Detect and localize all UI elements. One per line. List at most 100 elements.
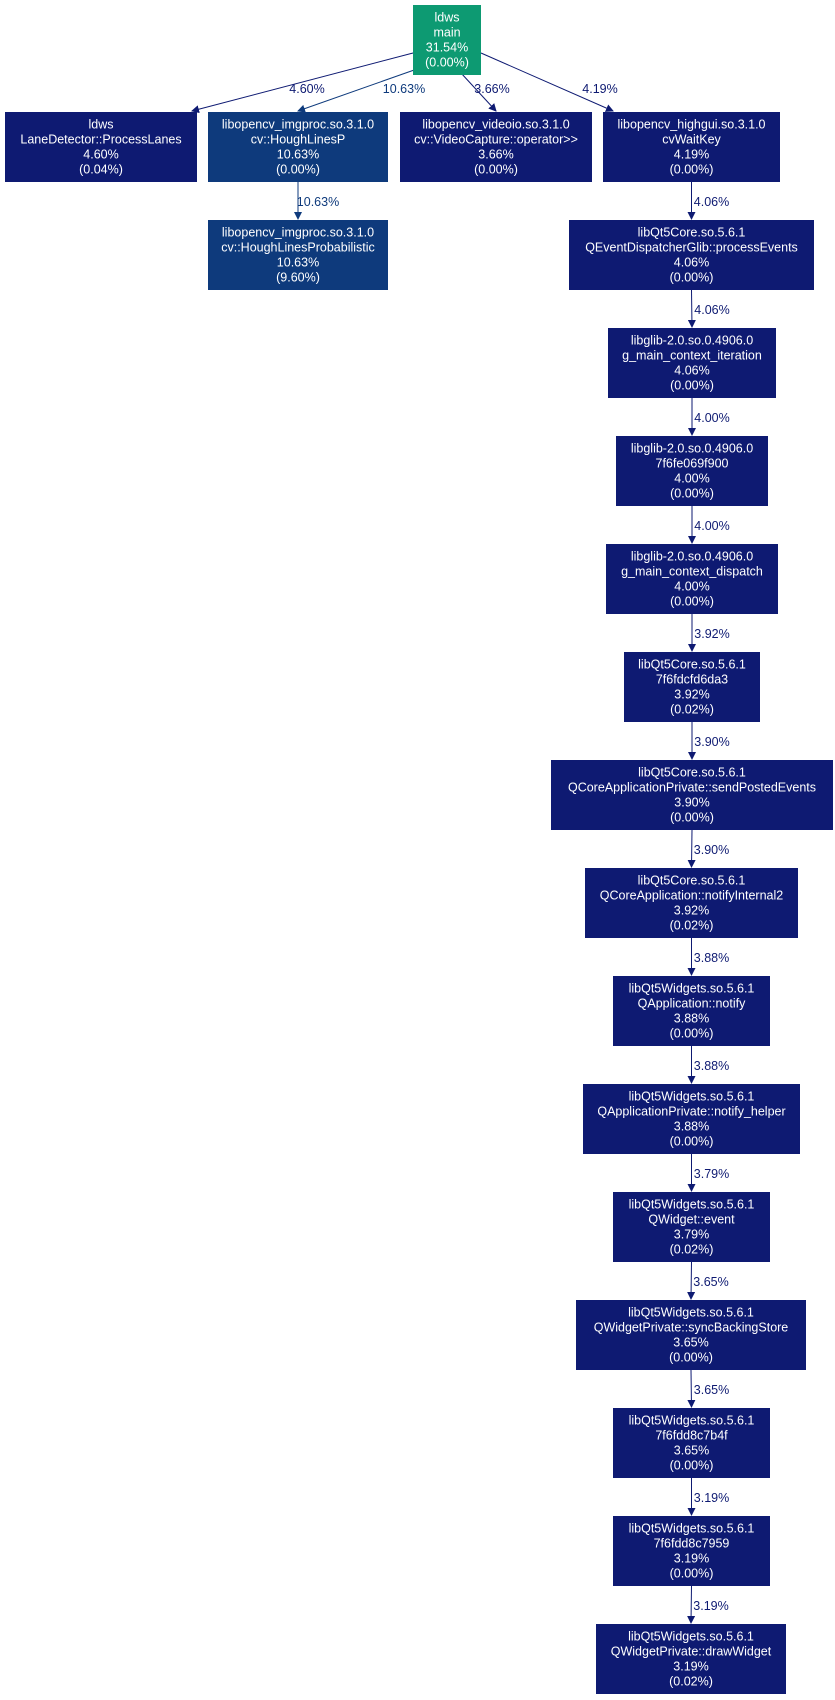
node-label-line: libQt5Widgets.so.5.6.1 [628, 1630, 754, 1644]
node-label-line: 3.92% [674, 904, 709, 918]
node-label-line: (0.00%) [670, 379, 714, 393]
node-label-line: 4.60% [83, 148, 118, 162]
node-box [608, 328, 776, 398]
node-box [596, 1624, 786, 1694]
node-label-line: (0.00%) [670, 487, 714, 501]
edge-label: 4.06% [694, 195, 729, 209]
edge-label: 3.92% [694, 627, 729, 641]
node-label-line: (0.00%) [474, 163, 518, 177]
graph-node-houghprob: libopencv_imgproc.so.3.1.0cv::HoughLines… [208, 220, 388, 290]
node-box [585, 868, 798, 938]
node-label-line: (9.60%) [276, 271, 320, 285]
node-label-line: libglib-2.0.so.0.4906.0 [631, 550, 753, 564]
edge-label: 3.65% [694, 1383, 729, 1397]
node-label-line: 4.00% [674, 580, 709, 594]
graph-node-processlanes: ldwsLaneDetector::ProcessLanes4.60%(0.04… [5, 112, 197, 182]
graph-node-qwidgetevent: libQt5Widgets.so.5.6.1QWidget::event3.79… [613, 1192, 770, 1262]
node-label-line: QApplicationPrivate::notify_helper [597, 1105, 785, 1119]
node-label-line: libQt5Core.so.5.6.1 [638, 874, 746, 888]
node-label-line: cvWaitKey [662, 133, 721, 147]
edge-label: 3.66% [474, 82, 509, 96]
node-label-line: 3.65% [674, 1444, 709, 1458]
node-label-line: libopencv_imgproc.so.3.1.0 [222, 226, 374, 240]
node-label-line: libQt5Widgets.so.5.6.1 [628, 1306, 754, 1320]
node-label-line: 10.63% [277, 256, 319, 270]
graph-node-sendposted: libQt5Core.so.5.6.1QCoreApplicationPriva… [551, 760, 833, 830]
node-label-line: QApplication::notify [638, 997, 746, 1011]
edge-label: 4.60% [289, 82, 324, 96]
graph-node-gmainiter: libglib-2.0.so.0.4906.0g_main_context_it… [608, 328, 776, 398]
node-label-line: ldws [434, 11, 459, 25]
node-label-line: g_main_context_iteration [622, 349, 762, 363]
node-label-line: cv::VideoCapture::operator>> [414, 133, 578, 147]
node-label-line: (0.00%) [425, 56, 469, 70]
node-label-line: QWidget::event [648, 1213, 735, 1227]
nodes-layer: ldwsmain31.54%(0.00%)ldwsLaneDetector::P… [5, 5, 833, 1694]
graph-node-qtw7f6b4f: libQt5Widgets.so.5.6.17f6fdd8c7b4f3.65%(… [613, 1408, 770, 1478]
node-box [5, 112, 197, 182]
edge-label: 3.19% [694, 1491, 729, 1505]
edge-label: 4.06% [694, 303, 729, 317]
node-label-line: 3.65% [673, 1336, 708, 1350]
node-label-line: QWidgetPrivate::drawWidget [611, 1645, 772, 1659]
node-label-line: (0.00%) [670, 1459, 714, 1473]
node-label-line: libQt5Core.so.5.6.1 [638, 766, 746, 780]
node-label-line: libQt5Widgets.so.5.6.1 [629, 1198, 755, 1212]
edge-label: 3.88% [694, 1059, 729, 1073]
node-label-line: (0.00%) [670, 811, 714, 825]
node-box [613, 1408, 770, 1478]
node-label-line: 7f6fdd8c7b4f [655, 1429, 728, 1443]
node-label-line: libopencv_highgui.so.3.1.0 [617, 118, 765, 132]
edge-label: 3.88% [694, 951, 729, 965]
node-label-line: g_main_context_dispatch [621, 565, 763, 579]
graph-node-glib7f6: libglib-2.0.so.0.4906.07f6fe069f9004.00%… [616, 436, 768, 506]
node-label-line: (0.02%) [670, 919, 714, 933]
node-box [603, 112, 780, 182]
node-label-line: libopencv_imgproc.so.3.1.0 [222, 118, 374, 132]
node-label-line: 4.00% [674, 472, 709, 486]
node-box [413, 5, 481, 75]
node-label-line: 3.19% [674, 1552, 709, 1566]
edge-label: 3.65% [693, 1275, 728, 1289]
graph-node-processevents: libQt5Core.so.5.6.1QEventDispatcherGlib:… [569, 220, 814, 290]
graph-node-notifyinternal: libQt5Core.so.5.6.1QCoreApplication::not… [585, 868, 798, 938]
node-label-line: QEventDispatcherGlib::processEvents [585, 241, 798, 255]
node-label-line: (0.02%) [670, 1243, 714, 1257]
node-label-line: 3.66% [478, 148, 513, 162]
node-label-line: (0.00%) [669, 1351, 713, 1365]
edge-syncbacking-to-qtw7f6b4f [687, 1369, 696, 1408]
node-label-line: 3.88% [674, 1120, 709, 1134]
node-box [583, 1084, 800, 1154]
graph-node-drawwidget: libQt5Widgets.so.5.6.1QWidgetPrivate::dr… [596, 1624, 786, 1694]
node-label-line: 10.63% [277, 148, 319, 162]
node-label-line: libQt5Widgets.so.5.6.1 [629, 1522, 755, 1536]
edge-processevents-to-gmainiter [687, 289, 696, 328]
node-label-line: 7f6fdd8c7959 [654, 1537, 730, 1551]
node-label-line: libopencv_videoio.so.3.1.0 [422, 118, 569, 132]
edge-main-to-videocapture [460, 72, 497, 112]
node-box [400, 112, 592, 182]
edge-label: 3.90% [694, 735, 729, 749]
edge-main-to-houghlinesp [297, 68, 418, 113]
node-label-line: 4.06% [674, 256, 709, 270]
node-label-line: cv::HoughLinesP [251, 133, 346, 147]
edge-label: 10.63% [297, 195, 339, 209]
node-box [624, 652, 760, 722]
node-label-line: (0.00%) [670, 163, 714, 177]
edge-main-to-processlanes [191, 52, 414, 114]
node-label-line: (0.00%) [670, 1567, 714, 1581]
node-label-line: cv::HoughLinesProbabilistic [221, 241, 375, 255]
node-label-line: 3.92% [674, 688, 709, 702]
node-box [569, 220, 814, 290]
edge-label: 4.19% [582, 82, 617, 96]
node-label-line: 7f6fe069f900 [656, 457, 729, 471]
node-label-line: (0.00%) [670, 1027, 714, 1041]
graph-node-houghlinesp: libopencv_imgproc.so.3.1.0cv::HoughLines… [208, 112, 388, 182]
edges-layer: 4.60% 10.63% 3.66% 4.19% 10.63% 4.06% 4.06% 4.0… [191, 52, 730, 1624]
edge-label: 3.79% [694, 1167, 729, 1181]
edge-label: 4.00% [694, 411, 729, 425]
node-box [613, 1192, 770, 1262]
node-label-line: libglib-2.0.so.0.4906.0 [631, 334, 753, 348]
node-box [613, 976, 770, 1046]
